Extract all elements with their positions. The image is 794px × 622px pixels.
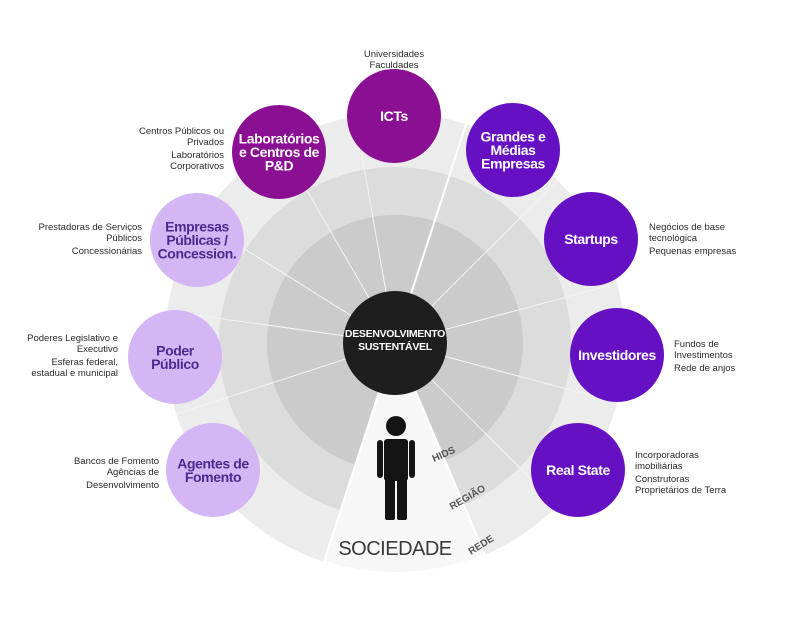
actor-annotation: Desenvolvimento — [86, 480, 159, 491]
actor-annotation: Bancos de Fomento — [74, 456, 159, 467]
actor-node-label: Empresas — [481, 156, 545, 172]
actor-annotation: Concessionárias — [72, 246, 142, 257]
actor-node-circle — [544, 192, 638, 286]
actor-node-label: Empresas — [165, 219, 229, 235]
actor-annotation: Agências de — [107, 467, 159, 478]
actor-node-label: Públicas / — [166, 232, 228, 248]
actor-node-label: Poder — [156, 342, 195, 358]
actor-annotation: Construtoras — [635, 474, 690, 485]
center-label-line2: SUSTENTÁVEL — [358, 340, 433, 353]
actor-annotation: Corporativos — [170, 161, 224, 172]
actor-node-label: Fomento — [185, 469, 241, 485]
actor-node-label: Real State — [546, 462, 610, 478]
actor-node-label: Grandes e — [481, 129, 546, 145]
actor-node-label: P&D — [265, 158, 294, 174]
actor-node-label: Startups — [564, 231, 618, 247]
actor-annotation: tecnológica — [649, 233, 698, 244]
actor-annotation: Privados — [187, 137, 224, 148]
society-wedge: SOCIEDADE — [322, 340, 487, 574]
actor-node-label: ICTs — [380, 108, 408, 124]
actor-node-label: e Centros de — [239, 144, 320, 160]
center-hub: DESENVOLVIMENTO SUSTENTÁVEL — [343, 291, 447, 395]
actor-annotation: Negócios de base — [649, 222, 725, 233]
center-circle — [343, 291, 447, 395]
actor-node-label: Concession. — [158, 246, 237, 262]
actor-annotation: Executivo — [77, 344, 118, 355]
actor-node-label: Médias — [490, 142, 536, 158]
actor-node-circle — [570, 308, 664, 402]
actor-node-circle — [166, 423, 260, 517]
actor-annotation: Poderes Legislativo e — [27, 333, 118, 344]
society-label: SOCIEDADE — [338, 538, 451, 560]
actor-annotation: Rede de anjos — [674, 363, 736, 374]
actor-annotation: Faculdades — [369, 60, 418, 71]
actor-annotation: Proprietários de Terra — [635, 485, 727, 496]
actor-node-circle — [531, 423, 625, 517]
actor-node-label: Agentes de — [177, 455, 249, 471]
actor-annotation: Esferas federal, — [51, 357, 118, 368]
actor-node-circle — [128, 310, 222, 404]
actor-annotation: Incorporadoras — [635, 450, 699, 461]
actor-annotation: Públicos — [106, 233, 142, 244]
actor-annotation: imobiliárias — [635, 461, 683, 472]
actor-annotation: Pequenas empresas — [649, 246, 736, 257]
actor-annotation: Prestadoras de Serviços — [39, 222, 143, 233]
actor-node: Startups Negócios de basetecnológicaPeque… — [544, 192, 736, 286]
person-icon — [377, 416, 415, 520]
actor-node-circle — [347, 69, 441, 163]
actor-node-label: Laboratórios — [239, 131, 320, 147]
actor-annotation: Investimentos — [674, 350, 733, 361]
actor-node-circle — [150, 193, 244, 287]
actor-annotation: Fundos de — [674, 339, 719, 350]
actor-annotation: Centros Públicos ou — [139, 126, 224, 137]
actor-annotation: Laboratórios — [171, 150, 224, 161]
actor-node-label: Público — [151, 356, 199, 372]
actor-annotation: estadual e municipal — [31, 368, 118, 379]
actor-node-label: Investidores — [578, 347, 656, 363]
actor-annotation: Universidades — [364, 49, 424, 60]
center-label-line1: DESENVOLVIMENTO — [345, 328, 445, 340]
actor-node: Real State IncorporadorasimobiliáriasCons… — [531, 423, 727, 517]
actor-node-circle — [232, 105, 326, 199]
actor-node-circle — [466, 103, 560, 197]
